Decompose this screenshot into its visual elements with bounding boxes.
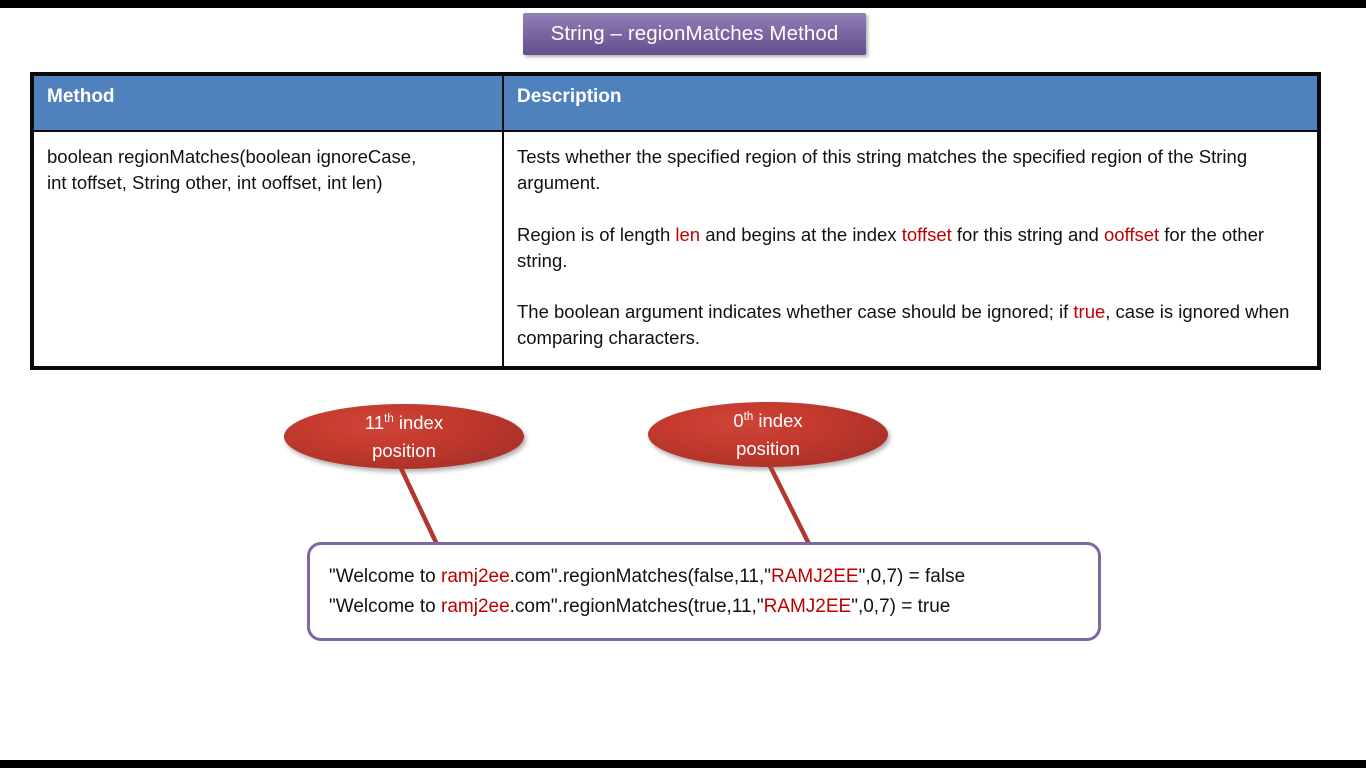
page-title: String – regionMatches Method (550, 22, 839, 45)
callout-right-line-1: 0th index (733, 409, 803, 431)
code-line-2: "Welcome to ramj2ee.com".regionMatches(t… (329, 595, 951, 617)
table-header-row: Method Description (32, 74, 1319, 132)
description-paragraph-3: The boolean argument indicates whether c… (517, 301, 1290, 349)
method-signature-line-2: int toffset, String other, int ooffset, … (47, 172, 383, 194)
callout-right-line-2: position (736, 437, 800, 459)
callout-ellipse-index-11: 11th index position (284, 404, 524, 469)
method-table: Method Description boolean regionMatches… (30, 72, 1321, 370)
method-signature-line-1: boolean regionMatches(boolean ignoreCase… (47, 146, 417, 167)
table-row: boolean regionMatches(boolean ignoreCase… (32, 130, 1319, 368)
description-paragraph-2: Region is of length len and begins at th… (517, 223, 1265, 271)
callout-left-line-2: position (372, 439, 436, 461)
letterbox-bar-top (0, 0, 1366, 8)
column-header-description: Description (502, 74, 1319, 132)
cell-method-signature: boolean regionMatches(boolean ignoreCase… (32, 130, 504, 368)
example-code-box: "Welcome to ramj2ee.com".regionMatches(f… (307, 542, 1101, 641)
cell-method-description: Tests whether the specified region of th… (502, 130, 1319, 368)
callout-ellipse-index-0: 0th index position (648, 402, 888, 467)
letterbox-bar-bottom (0, 760, 1366, 768)
code-line-1: "Welcome to ramj2ee.com".regionMatches(f… (329, 566, 966, 588)
callout-left-line-1: 11th index (364, 411, 444, 433)
column-header-method: Method (32, 74, 504, 132)
description-paragraph-1: Tests whether the specified region of th… (517, 146, 1248, 194)
slide-title-banner: String – regionMatches Method (523, 13, 866, 55)
